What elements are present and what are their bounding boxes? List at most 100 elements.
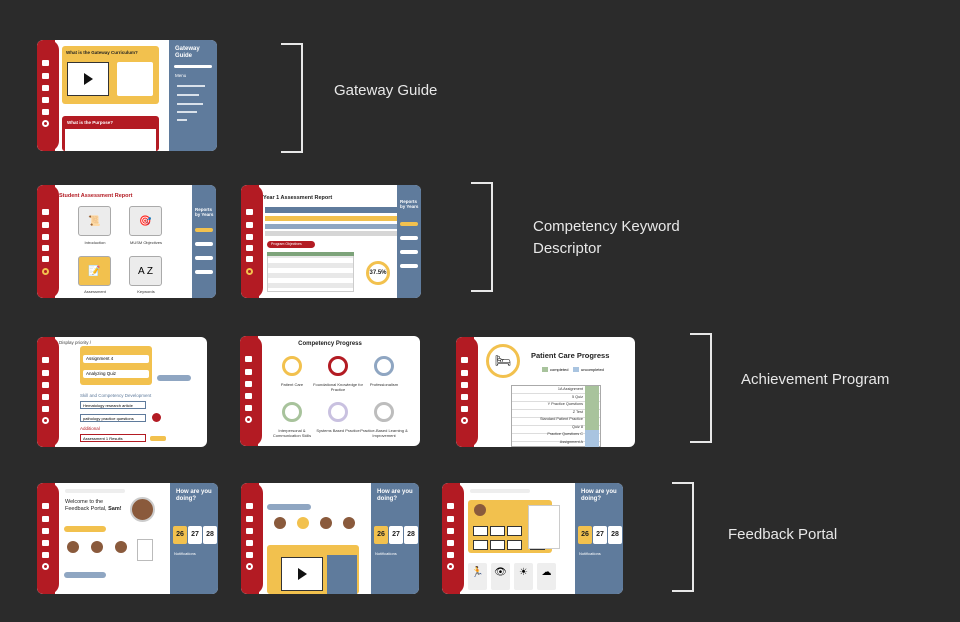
add-card[interactable] [137,539,153,561]
home-icon[interactable] [246,209,253,215]
practice-based-ring[interactable] [374,402,394,422]
year-2-button[interactable] [400,236,418,240]
checklist-icon[interactable] [42,85,49,91]
foundational-knowledge-ring[interactable] [328,356,348,376]
calendar-icon[interactable] [246,516,253,522]
chat-icon[interactable] [246,245,253,251]
year-3-button[interactable] [400,250,418,254]
checklist-icon[interactable] [42,528,49,534]
skill-item[interactable]: pathology practice questions [80,414,146,422]
icon-tile[interactable]: 🏃 [468,563,487,590]
day-28[interactable]: 28 [404,526,418,544]
menu-item[interactable] [177,111,197,113]
day-27[interactable]: 27 [593,526,607,544]
add-button[interactable] [157,375,191,381]
avatar[interactable] [320,517,332,529]
book-icon[interactable] [42,552,49,558]
search-input[interactable] [174,65,212,68]
day-27[interactable]: 27 [389,526,403,544]
introduction-tile[interactable]: 📜 [78,206,111,236]
musm-objectives-tile[interactable]: 🎯 [129,206,162,236]
help-icon[interactable] [245,416,252,423]
year-4-button[interactable] [400,264,418,268]
help-icon[interactable] [42,563,49,570]
book-icon[interactable] [42,406,49,412]
book-icon[interactable] [447,552,454,558]
calendar-icon[interactable] [42,516,49,522]
gateway-guide-screen[interactable]: What is the Gateway Curriculum? What is … [37,40,217,151]
home-icon[interactable] [42,209,49,215]
display-priority-screen[interactable]: Display priority / Assignment 4 Analyzin… [37,337,207,447]
help-icon[interactable] [246,563,253,570]
profile-avatar[interactable] [130,497,155,522]
book-icon[interactable] [461,406,468,412]
year-2-button[interactable] [195,242,213,246]
home-icon[interactable] [447,503,454,509]
book-icon[interactable] [245,405,252,411]
competency-progress-screen[interactable]: Competency Progress Patient Care Foundat… [240,336,420,446]
avatar[interactable] [115,541,127,553]
chat-icon[interactable] [447,540,454,546]
blue-pill-button[interactable] [267,504,311,510]
avatar[interactable] [343,517,355,529]
avatar[interactable] [67,541,79,553]
blue-pill-button[interactable] [64,572,106,578]
help-icon[interactable] [246,268,253,275]
day-27[interactable]: 27 [188,526,202,544]
checklist-icon[interactable] [42,234,49,240]
checklist-icon[interactable] [42,382,49,388]
professionalism-ring[interactable] [374,356,394,376]
day-28[interactable]: 28 [203,526,217,544]
keywords-tile[interactable]: A Z [129,256,162,286]
feedback-portal-screen-3[interactable]: 🏃 👁 ☀ ☁ How are you doing? 26 27 28 Noti… [442,483,623,594]
chat-icon[interactable] [42,97,49,103]
patient-care-progress-screen[interactable]: 🛏 Patient Care Progress completed uncomp… [456,337,635,447]
yellow-pill-button[interactable] [64,526,106,532]
student-assessment-report-screen[interactable]: Student Assessment Report 📜 Introduction… [37,185,216,298]
mini-video[interactable] [473,526,488,536]
calendar-icon[interactable] [42,370,49,376]
chat-icon[interactable] [42,394,49,400]
avatar[interactable] [474,504,486,516]
home-icon[interactable] [42,60,49,66]
checklist-icon[interactable] [245,381,252,387]
mini-video[interactable] [507,526,522,536]
checklist-icon[interactable] [461,382,468,388]
additional-item[interactable]: Assessment 1 Results [80,434,146,442]
year-1-button[interactable] [400,222,418,226]
icon-tile[interactable]: 👁 [491,563,510,590]
checklist-icon[interactable] [246,234,253,240]
search-input[interactable] [65,489,125,493]
help-icon[interactable] [447,563,454,570]
help-icon[interactable] [461,417,468,424]
mini-video[interactable] [473,540,488,550]
help-icon[interactable] [42,268,49,275]
video-thumbnail[interactable] [67,62,109,96]
mini-video[interactable] [490,526,505,536]
checklist-icon[interactable] [447,528,454,534]
icon-tile[interactable]: ☀ [514,563,533,590]
mini-video[interactable] [490,540,505,550]
patient-care-ring[interactable] [282,356,302,376]
chat-icon[interactable] [461,394,468,400]
calendar-icon[interactable] [42,73,49,79]
program-objectives-button[interactable]: Program Objectives [267,241,315,248]
checklist-icon[interactable] [246,528,253,534]
book-icon[interactable] [42,256,49,262]
book-icon[interactable] [42,109,49,115]
home-icon[interactable] [461,357,468,363]
icon-tile[interactable]: ☁ [537,563,556,590]
home-icon[interactable] [42,357,49,363]
systems-based-ring[interactable] [328,402,348,422]
calendar-icon[interactable] [447,516,454,522]
home-icon[interactable] [245,356,252,362]
play-icon[interactable] [83,73,93,85]
chat-icon[interactable] [246,540,253,546]
year-4-button[interactable] [195,270,213,274]
help-icon[interactable] [42,120,49,127]
avatar[interactable] [297,517,309,529]
book-icon[interactable] [246,256,253,262]
day-26[interactable]: 26 [578,526,592,544]
search-input[interactable] [470,489,530,493]
feedback-portal-screen-1[interactable]: Welcome to the Feedback Portal, Sam! How… [37,483,218,594]
